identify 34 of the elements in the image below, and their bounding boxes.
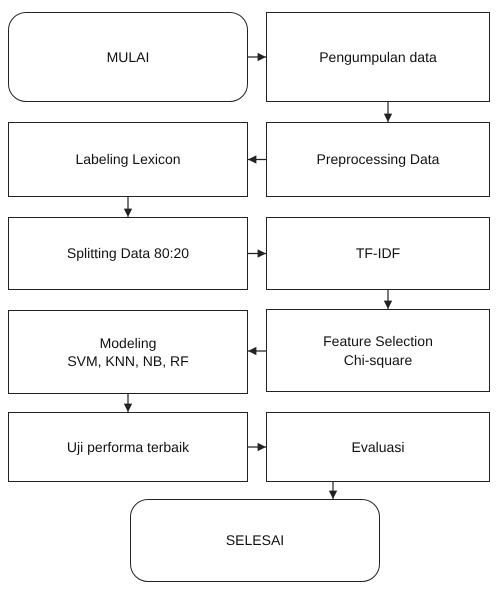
process-box xyxy=(266,12,490,102)
process-box xyxy=(8,217,248,290)
node-text: Uji performa terbaik xyxy=(66,438,190,456)
arrow xyxy=(384,102,392,122)
arrow xyxy=(124,197,132,217)
arrow xyxy=(384,290,392,309)
node-text: TF-IDF xyxy=(356,244,400,263)
node-text: Feature Selection xyxy=(323,332,433,350)
node-text: Preprocessing Data xyxy=(316,150,440,169)
terminal-box xyxy=(130,499,380,582)
process-box xyxy=(266,217,490,290)
process-box xyxy=(8,412,248,482)
arrow xyxy=(248,52,266,62)
node-text: MULAI xyxy=(106,48,150,66)
node-text: Modeling xyxy=(100,334,156,352)
node-text: Chi-square xyxy=(344,350,412,369)
arrow xyxy=(248,442,266,452)
arrow xyxy=(328,482,338,499)
process-box xyxy=(266,309,490,392)
node-text: Evaluasi xyxy=(352,438,404,456)
process-box xyxy=(266,122,490,197)
arrow xyxy=(248,155,266,164)
process-box xyxy=(8,122,248,197)
node-text: Pengumpulan data xyxy=(319,48,437,66)
node-text: SELESAI xyxy=(226,531,284,550)
process-box xyxy=(8,310,248,394)
arrow xyxy=(248,249,266,258)
arrow xyxy=(124,394,132,412)
terminal-box xyxy=(8,12,248,102)
process-box xyxy=(266,412,490,482)
node-text: SVM, KNN, NB, RF xyxy=(67,352,189,370)
arrow xyxy=(248,346,266,356)
node-text: Labeling Lexicon xyxy=(75,150,181,169)
node-text: Splitting Data 80:20 xyxy=(66,244,190,263)
